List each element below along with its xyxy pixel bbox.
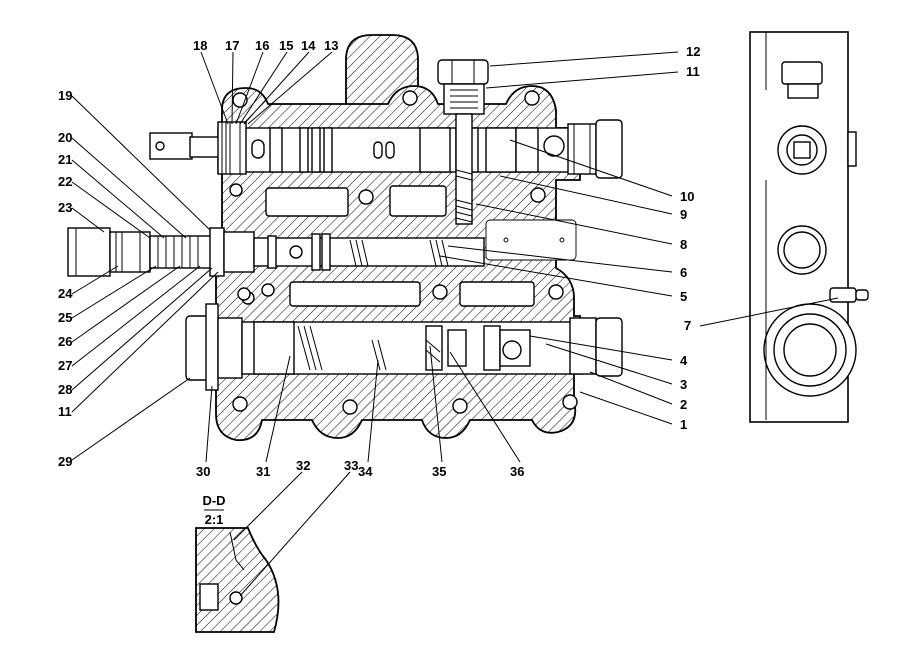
bottom-spool: [185, 287, 623, 391]
top-boss: [345, 34, 419, 106]
part-label-28: 28: [58, 382, 72, 397]
part-label-2: 2: [680, 397, 687, 412]
part-label-16: 16: [255, 38, 269, 53]
main-section-view: [67, 34, 623, 442]
part-label-12: 12: [686, 44, 700, 59]
part-label-31: 31: [256, 464, 270, 479]
part-label-19: 19: [58, 88, 72, 103]
part-label-11-left: 11: [58, 404, 72, 419]
detail-view-d-d: D-D 2:1: [195, 493, 280, 633]
part-label-23: 23: [58, 200, 72, 215]
part-label-8: 8: [680, 237, 687, 252]
part-label-22: 22: [58, 174, 72, 189]
part-number-labels: 12 11 10 9 8 6 5 7 4 3 2 1 18 17 16 15 1…: [58, 38, 700, 479]
part-label-15: 15: [279, 38, 293, 53]
part-label-36: 36: [510, 464, 524, 479]
part-label-18: 18: [193, 38, 207, 53]
part-label-20: 20: [58, 130, 72, 145]
section-scale: 2:1: [205, 512, 224, 527]
part-label-7: 7: [684, 318, 691, 333]
part-label-9: 9: [680, 207, 687, 222]
part-label-17: 17: [225, 38, 239, 53]
part-label-3: 3: [680, 377, 687, 392]
part-label-5: 5: [680, 289, 687, 304]
middle-spool: [67, 227, 485, 277]
part-label-35: 35: [432, 464, 446, 479]
top-spool: [149, 119, 623, 179]
part-label-21: 21: [58, 152, 72, 167]
part-label-27: 27: [58, 358, 72, 373]
leader-lines: [71, 51, 839, 597]
part-label-29: 29: [58, 454, 72, 469]
part-label-4: 4: [680, 353, 688, 368]
detail-body: [195, 527, 280, 633]
top-plug-assembly: [437, 59, 489, 225]
part-label-26: 26: [58, 334, 72, 349]
part-label-11-top: 11: [686, 64, 700, 79]
part-label-25: 25: [58, 310, 72, 325]
side-view: [749, 31, 869, 423]
part-label-30: 30: [196, 464, 210, 479]
part-label-24: 24: [58, 286, 73, 301]
part-label-10: 10: [680, 189, 694, 204]
part-label-33: 33: [344, 458, 358, 473]
part-label-13: 13: [324, 38, 338, 53]
part-label-6: 6: [680, 265, 687, 280]
part-label-1: 1: [680, 417, 687, 432]
part-label-14: 14: [301, 38, 316, 53]
part-label-34: 34: [358, 464, 373, 479]
section-title: D-D: [202, 493, 225, 508]
flow-slots: [265, 185, 577, 307]
part-label-32: 32: [296, 458, 310, 473]
